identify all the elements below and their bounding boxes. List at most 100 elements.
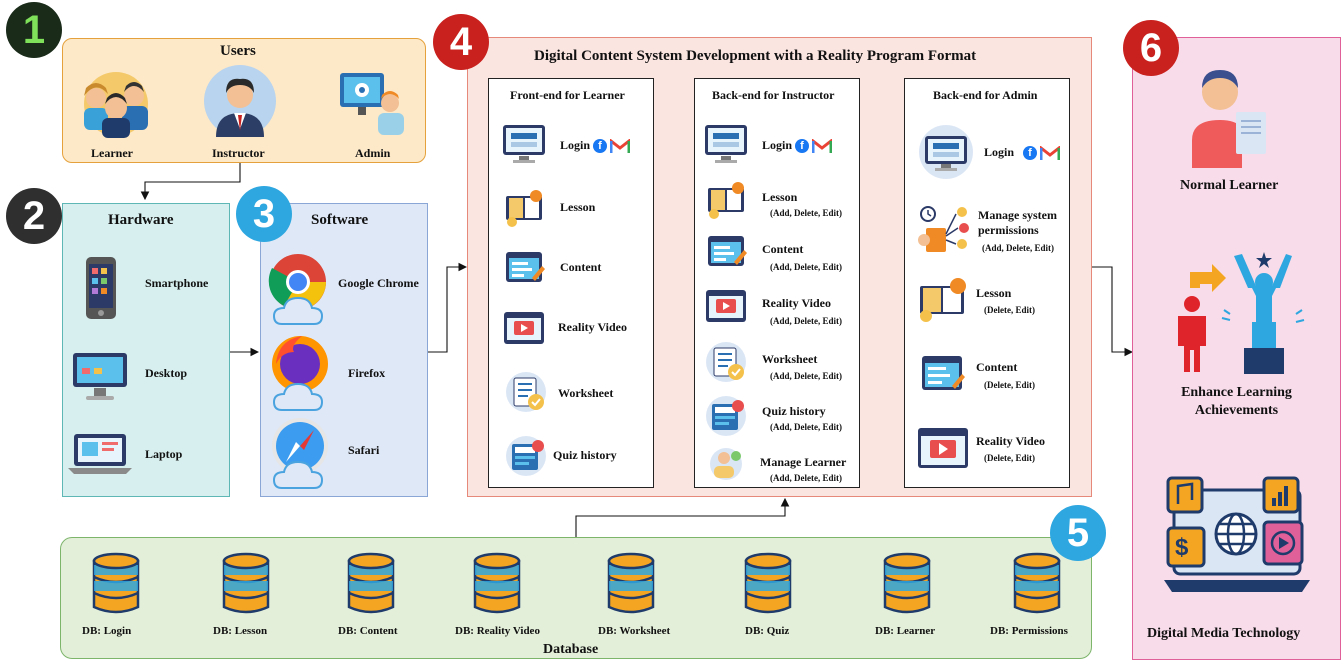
admin-video-sub: (Delete, Edit) <box>984 453 1035 463</box>
firefox-icon <box>272 336 328 411</box>
instructor-login-label: Login f <box>762 138 833 154</box>
database-icon <box>473 552 521 614</box>
gmail-icon <box>1040 145 1061 160</box>
worksheet-icon <box>506 372 546 412</box>
quiz-history-icon <box>506 436 546 476</box>
normal-learner-label: Normal Learner <box>1180 178 1279 193</box>
manage-learner-icon <box>710 448 742 480</box>
content-document-icon <box>922 356 965 390</box>
worksheet-icon <box>706 342 746 382</box>
instructor-manage-learner-sub: (Add, Delete, Edit) <box>770 473 842 483</box>
learner-login-text: Login <box>560 138 591 152</box>
laptop-icon <box>68 434 132 474</box>
database-label: DB: Lesson <box>213 625 268 637</box>
admin-user-label: Admin <box>355 146 391 160</box>
admin-column-title: Back-end for Admin <box>933 88 1038 102</box>
quiz-history-icon <box>706 396 746 436</box>
lesson-book-icon <box>506 190 542 227</box>
software-title: Software <box>311 212 369 228</box>
database-icon <box>222 552 270 614</box>
learner-column-title: Front-end for Learner <box>510 88 625 102</box>
instructor-quiz-history-sub: (Add, Delete, Edit) <box>770 422 842 432</box>
digital-media-label: Digital Media Technology <box>1147 626 1301 641</box>
instructor-video-label: Reality Video <box>762 296 831 310</box>
learner-lesson-label: Lesson <box>560 200 596 214</box>
instructor-manage-learner-label: Manage Learner <box>760 455 847 469</box>
desktop-label: Desktop <box>145 366 188 380</box>
admin-lesson-sub: (Delete, Edit) <box>984 305 1035 315</box>
gmail-icon <box>610 138 631 153</box>
permissions-network-icon <box>918 206 969 252</box>
database-label: DB: Reality Video <box>455 625 540 637</box>
lesson-book-icon <box>708 182 744 219</box>
enhance-learning-label: Enhance Learning Achievements <box>1181 385 1292 418</box>
lesson-book-icon <box>920 278 966 322</box>
video-player-icon <box>504 312 544 344</box>
video-player-icon <box>918 428 968 468</box>
safari-icon <box>272 418 328 489</box>
database-label: DB: Permissions <box>990 625 1068 637</box>
admin-login-label: Login f <box>984 145 1061 161</box>
admin-permissions-sub: (Add, Delete, Edit) <box>982 243 1054 253</box>
admin-video-label: Reality Video <box>976 434 1045 448</box>
laptop-label: Laptop <box>145 447 183 461</box>
normal-learner-icon <box>1192 70 1266 168</box>
database-label: DB: Worksheet <box>598 625 671 637</box>
step-badge-3: 3 <box>236 186 292 242</box>
database-icon <box>347 552 395 614</box>
admin-permissions-label: Manage system permissions <box>978 208 1057 237</box>
group-users-icon <box>84 72 148 138</box>
database-icon <box>1013 552 1061 614</box>
login-screen-icon <box>919 125 973 179</box>
admin-lesson-label: Lesson <box>976 286 1012 300</box>
database-label: DB: Quiz <box>745 625 790 637</box>
system-title: Digital Content System Development with … <box>534 48 977 64</box>
database-icon <box>92 552 140 614</box>
step-badge-4: 4 <box>433 14 489 70</box>
content-document-icon <box>708 236 747 266</box>
database-icon <box>744 552 792 614</box>
facebook-icon: f <box>795 139 810 154</box>
instructor-column-title: Back-end for Instructor <box>712 88 835 102</box>
instructor-lesson-label: Lesson <box>762 190 798 204</box>
instructor-content-sub: (Add, Delete, Edit) <box>770 262 842 272</box>
admin-login-text: Login <box>984 145 1015 159</box>
login-screen-icon <box>503 125 545 163</box>
step-badge-5: 5 <box>1050 505 1106 561</box>
facebook-icon: f <box>593 139 608 154</box>
instructor-avatar-icon <box>204 65 276 137</box>
instructor-video-sub: (Add, Delete, Edit) <box>770 316 842 326</box>
step-badge-6: 6 <box>1123 20 1179 76</box>
database-label: DB: Learner <box>875 625 936 637</box>
firefox-label: Firefox <box>348 366 386 380</box>
smartphone-label: Smartphone <box>145 276 209 290</box>
instructor-worksheet-sub: (Add, Delete, Edit) <box>770 371 842 381</box>
safari-label: Safari <box>348 443 380 457</box>
users-title: Users <box>220 43 256 59</box>
login-screen-icon <box>705 125 747 163</box>
database-title: Database <box>543 642 599 657</box>
admin-computer-icon <box>340 73 404 135</box>
instructor-login-text: Login <box>762 138 793 152</box>
learner-user-label: Learner <box>91 146 133 160</box>
instructor-content-label: Content <box>762 242 804 256</box>
database-icon <box>607 552 655 614</box>
smartphone-icon <box>86 257 116 319</box>
instructor-user-label: Instructor <box>212 146 265 160</box>
chrome-label: Google Chrome <box>338 276 419 290</box>
admin-content-sub: (Delete, Edit) <box>984 380 1035 390</box>
database-icon <box>883 552 931 614</box>
learner-video-label: Reality Video <box>558 320 627 334</box>
desktop-icon <box>73 353 127 400</box>
database-panel <box>60 537 1092 659</box>
gmail-icon <box>812 138 833 153</box>
instructor-quiz-history-label: Quiz history <box>762 404 826 418</box>
content-document-icon <box>506 252 545 282</box>
chrome-icon <box>268 254 326 325</box>
digital-media-icon <box>1164 476 1310 592</box>
admin-content-label: Content <box>976 360 1018 374</box>
instructor-lesson-sub: (Add, Delete, Edit) <box>770 208 842 218</box>
dollar-sign-icon: $ <box>1175 534 1189 561</box>
learner-quiz-history-label: Quiz history <box>553 448 617 462</box>
hardware-title: Hardware <box>108 212 174 228</box>
